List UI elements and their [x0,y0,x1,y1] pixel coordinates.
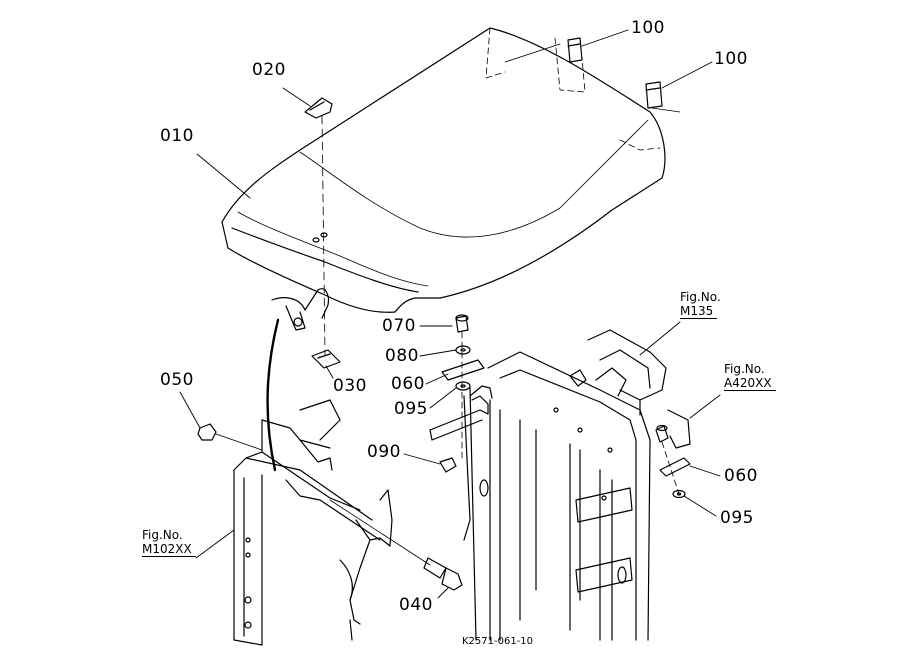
leader-lines [179,29,721,599]
knob-part-020 [304,97,333,356]
fastener-stack-left [429,314,493,473]
callout-080: 080 [385,346,419,366]
figure-ref-m102xx-label: Fig.No. [142,528,183,542]
callout-060-right: 060 [724,466,758,486]
callout-095-right: 095 [720,508,754,528]
figure-ref-m102xx-number: M102XX [142,542,196,557]
callout-090: 090 [367,442,401,462]
bolt-part-040 [329,499,463,591]
callout-020: 020 [252,60,286,80]
callout-050: 050 [160,370,194,390]
nut-part-050 [197,423,263,451]
pad-part-100-a [504,37,583,63]
figure-ref-a420xx-label: Fig.No. [724,362,765,376]
figure-ref-m135: Fig.No. M135 [680,290,721,319]
callout-040: 040 [399,595,433,615]
roof-panel [221,27,666,313]
right-frame [463,329,667,641]
figure-ref-m102xx: Fig.No. M102XX [142,528,196,557]
figure-ref-a420xx-number: A420XX [724,376,776,391]
callout-100-top: 100 [631,18,665,38]
drawing-code: K2571-061-10 [462,636,534,647]
pad-part-100-b [645,81,681,113]
clip-part-030 [311,349,341,369]
callout-070: 070 [382,316,416,336]
figure-ref-m135-number: M135 [680,304,718,319]
callout-010: 010 [160,126,194,146]
left-frame [233,399,393,646]
figure-ref-m135-label: Fig.No. [680,290,721,304]
fastener-stack-right [655,409,691,499]
figure-ref-a420xx: Fig.No. A420XX [724,362,776,391]
support-tube [266,288,330,472]
callout-060-left: 060 [391,374,425,394]
callout-095-left: 095 [394,399,428,419]
callout-100-right: 100 [714,49,748,69]
callout-030: 030 [333,376,367,396]
